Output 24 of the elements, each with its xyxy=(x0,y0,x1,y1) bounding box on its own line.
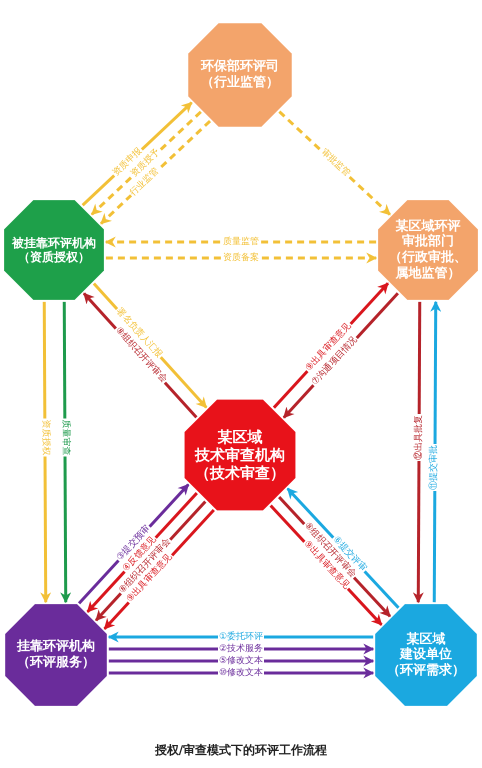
edge-label: 资质授权 xyxy=(39,418,51,456)
node-label: （行业监管） xyxy=(201,75,279,91)
edge-label: ②技术服务 xyxy=(218,644,264,654)
edge-label: ⑩修改文本 xyxy=(218,668,264,678)
caption: 授权/审查模式下的环评工作流程 xyxy=(154,742,328,759)
node-label: 被挂靠环评机构 xyxy=(12,236,96,250)
node-label: 某区域技术审查机构 xyxy=(195,428,285,464)
edge-label: ①委托环评 xyxy=(218,632,264,642)
edge-label: ⑫出具批复 xyxy=(413,414,425,461)
node-label: （技术审查） xyxy=(195,464,285,482)
edge-label: ⑤修改文本 xyxy=(218,656,264,666)
arrow xyxy=(106,252,378,264)
node-label: 挂靠环评机构 xyxy=(17,639,95,655)
arrow xyxy=(104,236,376,248)
node-label: 某区域建设单位 xyxy=(400,632,452,663)
edge-label: 质量监管 xyxy=(222,236,260,248)
node-label: （行政审批、属地监管） xyxy=(389,250,467,282)
edge-label: 质量审查 xyxy=(59,418,71,456)
node-label: 某区域环评审批部门 xyxy=(396,218,460,250)
edge-label: 资质备案 xyxy=(222,252,260,264)
node-label: （环评服务） xyxy=(17,655,95,671)
node-label: （资质授权） xyxy=(18,250,90,264)
node-label: 环保部环评司 xyxy=(201,59,279,75)
node-label: （环评需求） xyxy=(387,662,465,678)
